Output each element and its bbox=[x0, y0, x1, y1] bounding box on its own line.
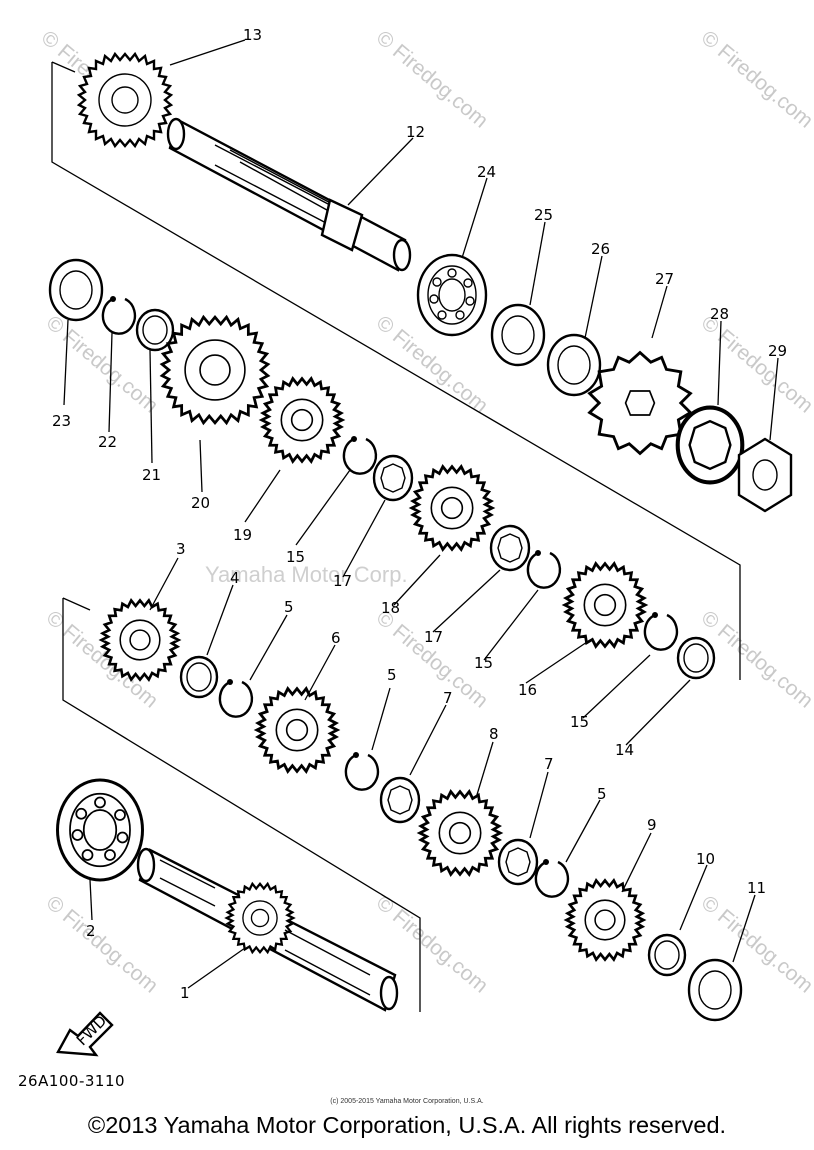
callout-19: 19 bbox=[233, 526, 252, 544]
callout-12: 12 bbox=[406, 123, 425, 141]
callout-15: 15 bbox=[474, 654, 493, 672]
callout-29: 29 bbox=[768, 342, 787, 360]
callout-22: 22 bbox=[98, 433, 117, 451]
gear-6 bbox=[255, 687, 339, 773]
callout-9: 9 bbox=[647, 816, 657, 834]
callout-7: 7 bbox=[443, 689, 453, 707]
bearing-2 bbox=[56, 778, 144, 882]
main-axle bbox=[166, 117, 412, 272]
nut-29 bbox=[737, 437, 793, 513]
gear-13 bbox=[77, 52, 173, 148]
callout-10: 10 bbox=[696, 850, 715, 868]
callout-18: 18 bbox=[381, 599, 400, 617]
part-callouts: 13 12 24 25 26 27 28 29 23 22 21 20 19 1… bbox=[52, 26, 787, 1002]
washer-7 bbox=[379, 776, 421, 824]
callout-24: 24 bbox=[477, 163, 496, 181]
small-copyright: (c) 2005-2015 Yamaha Motor Corporation, … bbox=[330, 1098, 484, 1105]
callout-2: 2 bbox=[86, 922, 96, 940]
circlip-5 bbox=[534, 857, 570, 898]
callout-27: 27 bbox=[655, 270, 674, 288]
washer-17 bbox=[372, 454, 414, 502]
watermark-yamaha: Yamaha Motor Corp. bbox=[205, 562, 408, 587]
gear-9 bbox=[565, 879, 645, 961]
callout-20: 20 bbox=[191, 494, 210, 512]
diagram-code: 26A100-3110 bbox=[18, 1072, 126, 1090]
callout-1: 1 bbox=[180, 984, 190, 1002]
callout-11: 11 bbox=[747, 879, 766, 897]
oil-seal-25 bbox=[490, 303, 546, 367]
sprocket-27 bbox=[587, 350, 693, 456]
callout-21: 21 bbox=[142, 466, 161, 484]
callout-3: 3 bbox=[176, 540, 186, 558]
circlip-15 bbox=[342, 434, 378, 475]
watermark-firedog: © Firedog.com bbox=[42, 891, 163, 997]
bearing-11 bbox=[687, 958, 743, 1022]
callout-25: 25 bbox=[534, 206, 553, 224]
washer-14 bbox=[676, 636, 716, 680]
callout-16: 16 bbox=[518, 681, 537, 699]
drive-axle bbox=[136, 847, 399, 1012]
washer-7 bbox=[497, 838, 539, 886]
callout-13: 13 bbox=[243, 26, 262, 44]
footer-copyright: ©2013 Yamaha Motor Corporation, U.S.A. A… bbox=[87, 1112, 727, 1138]
callout-14: 14 bbox=[615, 741, 634, 759]
callout-17: 17 bbox=[424, 628, 443, 646]
washer-17 bbox=[489, 524, 531, 572]
watermark-firedog: © Firedog.com bbox=[372, 26, 493, 132]
gear-20 bbox=[160, 315, 270, 425]
gear-8 bbox=[418, 790, 502, 876]
circlip-15 bbox=[643, 610, 679, 651]
circlip-5 bbox=[218, 677, 254, 718]
callout-6: 6 bbox=[331, 629, 341, 647]
lock-washer-28 bbox=[678, 408, 743, 483]
callout-4: 4 bbox=[230, 569, 240, 587]
callout-5: 5 bbox=[597, 785, 607, 803]
callout-5: 5 bbox=[284, 598, 294, 616]
circlip-5 bbox=[344, 750, 380, 791]
callout-7: 7 bbox=[544, 755, 554, 773]
callout-15: 15 bbox=[570, 713, 589, 731]
leader-lines bbox=[63, 39, 779, 989]
fwd-arrow-icon: FWD bbox=[56, 1011, 114, 1057]
callout-23: 23 bbox=[52, 412, 71, 430]
callout-17: 17 bbox=[333, 572, 352, 590]
callout-28: 28 bbox=[710, 305, 729, 323]
watermark-firedog: © Firedog.com bbox=[697, 26, 814, 132]
group-outlines bbox=[51, 61, 741, 1012]
bearing-23 bbox=[48, 258, 104, 322]
callout-8: 8 bbox=[489, 725, 499, 743]
washer-10 bbox=[647, 933, 687, 977]
circlip-22 bbox=[101, 294, 137, 335]
gear-16 bbox=[563, 562, 647, 648]
collar-26 bbox=[546, 333, 602, 397]
bearing-24 bbox=[416, 253, 488, 337]
callout-15: 15 bbox=[286, 548, 305, 566]
watermark-firedog: © Firedog.com bbox=[697, 311, 814, 417]
circlip-15 bbox=[526, 548, 562, 589]
gear-18 bbox=[410, 465, 494, 551]
callout-5: 5 bbox=[387, 666, 397, 684]
callout-26: 26 bbox=[591, 240, 610, 258]
washer-4 bbox=[179, 655, 219, 699]
gear-19 bbox=[260, 377, 344, 463]
